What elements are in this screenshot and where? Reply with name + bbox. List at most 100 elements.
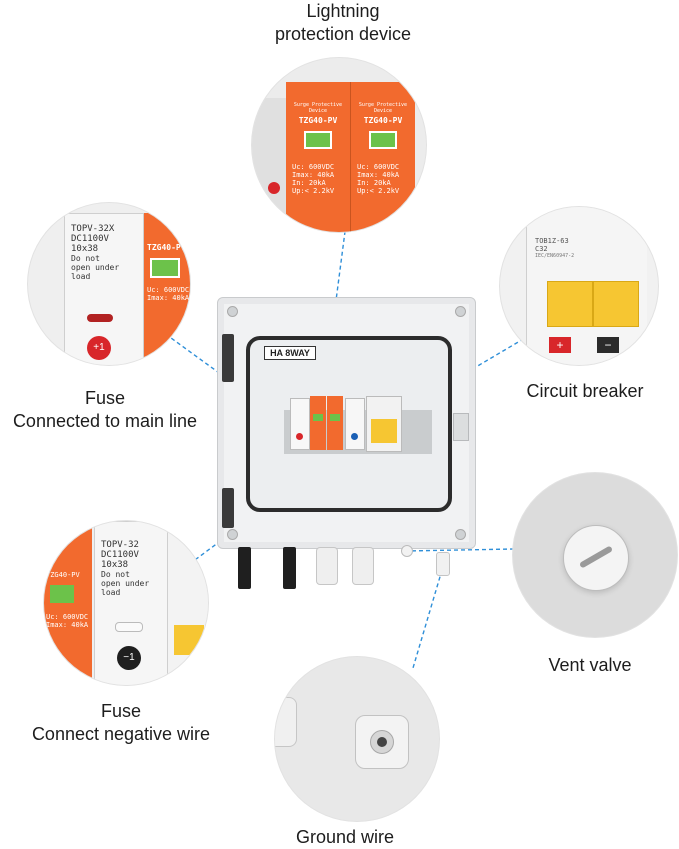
fuse-holder-positive: TOPV-32X DC1100V 10x38 Do not open under… [64,213,144,365]
box-badge: HA 8WAY [264,346,316,360]
fuse-rating-negative: DC1100V [101,550,139,560]
screw [455,529,466,540]
latch[interactable] [453,413,469,441]
fuse-holder-positive-mini [290,398,310,450]
spd-mini-1 [310,396,326,450]
screw [455,306,466,317]
ground-zoom-circle [275,657,439,821]
mc4-connector [283,547,296,589]
fuse-minus-marker: −1 [117,646,141,670]
fuse-minus-label: −1 [123,652,135,663]
lightning-label-line1: Lightning [306,1,380,21]
leader-ground [412,569,443,669]
vent-valve-small [401,545,413,557]
fuse-neg-label-line1: Fuse [100,701,142,721]
vent-label-line1: Vent valve [548,655,632,675]
spd-model-right: TZG40-PV [363,116,403,125]
fuse-neg-label: Fuse Connect negative wire [16,700,226,746]
ground-gland-nut [370,730,394,754]
spd-in-left: In: 20kA [292,179,326,187]
ground-label-line1: Ground wire [295,827,395,847]
breaker-body: TOB1Z-63 C32 IEC/EN60947-2 + − [526,207,647,365]
breaker-handle-left[interactable] [547,281,593,327]
breaker-std: IEC/EN60947-2 [535,253,575,259]
ground-label: Ground wire [270,826,420,849]
spd-edge-uc: Uc: 600VDC [147,286,190,294]
ground-gland-small [436,552,450,576]
spd-imax-right: Imax: 40kA [357,171,400,179]
vent-zoom-circle [513,473,677,637]
breaker-model: TOB1Z-63 [535,237,569,245]
spd-module-right: Surge Protective Device TZG40-PV Uc: 600… [351,82,415,232]
enclosure: HA 8WAY [217,297,476,549]
lightning-zoom-circle: Surge Protective Device TZG40-PV Uc: 600… [252,58,426,232]
breaker-edge [168,521,208,685]
breaker-handle-right[interactable] [593,281,639,327]
fuse-indicator-red [87,314,113,322]
hinge-top [222,334,234,382]
fuse-warning-negative-1: Do not [101,570,130,579]
fuse-indicator-white [115,622,143,632]
vent-slot [578,545,614,569]
breaker-label-line1: Circuit breaker [526,381,644,401]
breaker-mini [366,396,402,452]
fuse-main-zoom-circle: TOPV-32X DC1100V 10x38 Do not open under… [28,203,190,365]
spd-uc-right: Uc: 600VDC [357,163,400,171]
fuse-size-positive: 10x38 [71,244,99,254]
fuse-warning-negative-2: open under load [101,579,150,597]
spd-partial-model: TZG40-PV [46,571,80,579]
spd-brand-left: Surge Protective Device [293,102,343,114]
leader-vent [404,548,515,552]
lightning-label-line2: protection device [274,24,412,44]
breaker-plus-label: + [556,338,564,352]
breaker-zoom-circle: TOB1Z-63 C32 IEC/EN60947-2 + − [500,207,658,365]
breaker-rating: C32 [535,245,548,253]
breaker-label: Circuit breaker [500,380,670,403]
spd-module-left: Surge Protective Device TZG40-PV Uc: 600… [286,82,351,232]
cable-gland [352,547,374,585]
fuse-led-red [296,433,303,440]
fuse-warning-positive-2: open under load [71,263,120,281]
spd-model-left: TZG40-PV [298,116,338,125]
spd-in-right: In: 20kA [357,179,391,187]
fuse-size-negative: 10x38 [101,560,129,570]
spd-window-left [304,131,332,149]
fuse-plus-marker: +1 [87,336,111,360]
spd-uc-left: Uc: 600VDC [292,163,335,171]
fuse-neg-zoom-circle: TZG40-PV Uc: 600VDC Imax: 40kA TOPV-32 D… [44,521,208,685]
breaker-plus-marker: + [549,337,571,353]
spd-edge-imax: Imax: 40kA [147,294,190,302]
ground-gland-partial [275,697,297,747]
cable-gland [316,547,338,585]
spd-partial-imax: Imax: 40kA [46,621,89,629]
spd-mini-2 [327,396,343,450]
fuse-rating-positive: DC1100V [71,234,109,244]
spd-brand-right: Surge Protective Device [358,102,408,114]
vent-label: Vent valve [520,654,660,677]
fuse-plus-label: +1 [93,342,105,353]
spd-module-partial: TZG40-PV Uc: 600VDC Imax: 40kA [44,521,92,685]
fuse-warning-positive-1: Do not [71,254,100,263]
breaker-minus-label: − [604,338,612,352]
vent-valve-cap [563,525,629,591]
lightning-label: Lightning protection device [230,0,456,46]
fuse-led-red [268,182,280,194]
fuse-main-label-line1: Fuse [84,388,126,408]
breaker-minus-marker: − [597,337,619,353]
fuse-main-label: Fuse Connected to main line [0,387,210,433]
screw [227,529,238,540]
door-gasket: HA 8WAY [246,336,452,512]
fuse-neg-label-line2: Connect negative wire [31,724,211,744]
fuse-model-negative: TOPV-32 [101,540,139,550]
spd-partial-uc: Uc: 600VDC [46,613,89,621]
spd-imax-left: Imax: 40kA [292,171,335,179]
fuse-holder-negative: TOPV-32 DC1100V 10x38 Do not open under … [94,521,168,685]
spd-module-edge: TZG40-PV Uc: 600VDC Imax: 40kA [144,213,190,365]
mc4-connector [238,547,251,589]
spd-up-right: Up:< 2.2kV [357,187,400,195]
ground-gland [355,715,409,769]
hinge-bottom [222,488,234,528]
spd-edge-model: TZG40-PV [147,243,186,252]
screw [227,306,238,317]
spd-window-right [369,131,397,149]
